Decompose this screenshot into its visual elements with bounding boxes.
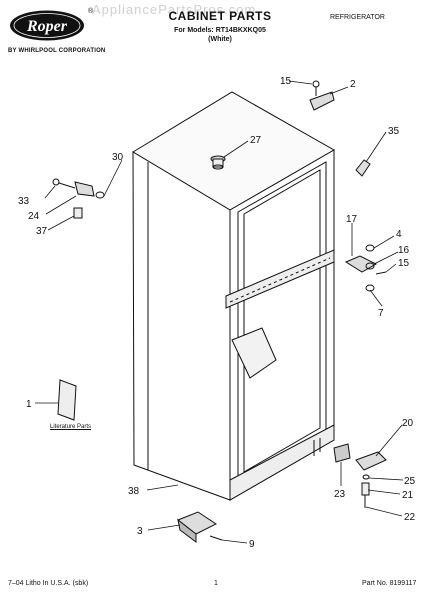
callout-38: 38 <box>128 486 140 497</box>
logo-text: Roper <box>26 18 68 35</box>
right-cap-part <box>355 159 371 177</box>
color-variant: (White) <box>208 36 232 43</box>
callout-4: 4 <box>396 229 402 240</box>
callout-20: 20 <box>402 418 414 429</box>
callout-35: 35 <box>388 126 400 137</box>
callout-37: 37 <box>36 226 48 237</box>
callout-numbers: 15 2 27 35 30 33 24 37 17 4 16 15 7 1 20… <box>18 76 416 550</box>
callout-3: 3 <box>137 526 143 537</box>
leveler-assembly <box>177 511 223 543</box>
callout-25: 25 <box>404 476 416 487</box>
callout-15-top: 15 <box>280 76 292 87</box>
part-number: Part No. 8199117 <box>362 580 417 587</box>
models-line: For Models: RT14BKXKQ05 <box>174 27 266 34</box>
left-hinge-assembly <box>52 178 105 219</box>
callout-33: 33 <box>18 196 30 207</box>
cabinet-shell <box>132 91 336 501</box>
callout-21: 21 <box>402 490 414 501</box>
callout-9: 9 <box>249 539 255 550</box>
trademark-mark: ® <box>88 8 94 15</box>
callout-1: 1 <box>26 399 32 410</box>
category-label: REFRIGERATOR <box>330 14 385 21</box>
literature-booklet <box>57 379 77 421</box>
roper-logo: Roper <box>10 10 84 41</box>
page-number: 1 <box>214 580 218 587</box>
callout-2: 2 <box>350 79 356 90</box>
corporation-name: BY WHIRLPOOL CORPORATION <box>8 48 106 54</box>
callout-22: 22 <box>404 512 416 523</box>
callout-17: 17 <box>346 214 358 225</box>
bottom-hinge-assembly <box>355 451 387 508</box>
callout-30: 30 <box>112 152 124 163</box>
print-info: 7–04 Litho In U.S.A. (sbk) <box>8 580 89 587</box>
callout-15-mid: 15 <box>398 258 410 269</box>
callout-27: 27 <box>250 135 262 146</box>
spacer-part <box>333 443 351 463</box>
callout-24: 24 <box>28 211 40 222</box>
literature-parts-label: Literature Parts <box>50 424 92 430</box>
callout-23: 23 <box>334 489 346 500</box>
callout-7: 7 <box>378 308 384 319</box>
plug-part <box>210 155 226 170</box>
callout-16: 16 <box>398 245 410 256</box>
page-title: CABINET PARTS <box>168 9 272 23</box>
model-info: For Models: RT14BKXKQ05 (White) <box>150 26 290 44</box>
leader-lines <box>35 80 404 544</box>
watermark: AppliancePartsPros.com <box>92 2 257 17</box>
top-hinge <box>309 80 335 111</box>
